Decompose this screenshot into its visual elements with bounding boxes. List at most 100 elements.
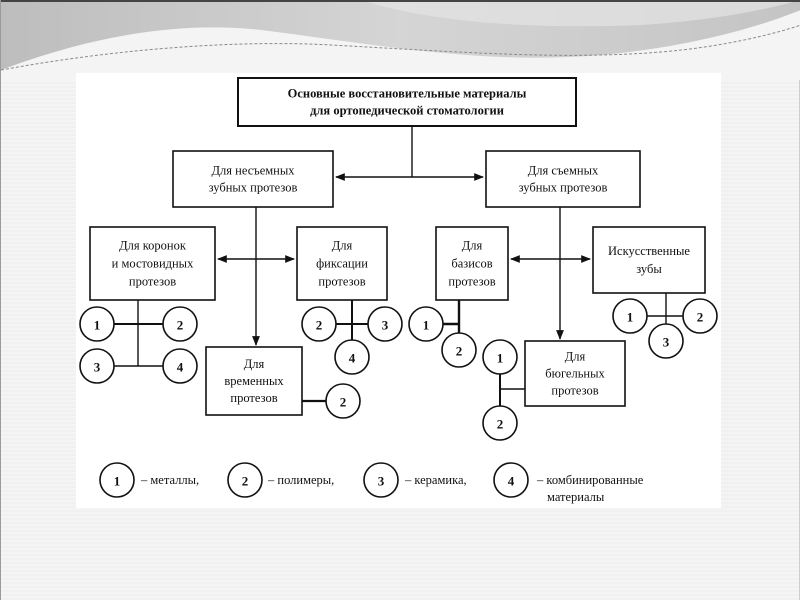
fixation-material-2: 2 (301, 306, 337, 342)
material-number: 2 (697, 310, 704, 325)
material-circle (325, 383, 361, 419)
material-circle (408, 306, 444, 342)
bases-material-2: 2 (441, 332, 477, 368)
legend-label: – керамика, (404, 473, 467, 487)
legend-item-3: 3 – керамика, (363, 462, 467, 498)
material-circle (162, 306, 198, 342)
crowns-material-3: 3 (79, 348, 115, 384)
box-frame (237, 77, 577, 127)
box-label-line: Для съемных (528, 164, 599, 178)
material-number: 1 (423, 318, 430, 333)
material-circle (648, 323, 684, 359)
legend-label: – комбинированные (536, 473, 644, 487)
material-number: 2 (497, 417, 504, 432)
box-label-line: протезов (551, 384, 598, 398)
material-number: 2 (316, 318, 323, 333)
box-label-line: Для (462, 239, 483, 253)
box-fixation: Для фиксации протезов (296, 226, 388, 301)
box-bases: Для базисов протезов (435, 226, 509, 301)
material-circle (482, 339, 518, 375)
material-circle (441, 332, 477, 368)
legend-number: 2 (242, 474, 249, 489)
clasp-material-1: 1 (482, 339, 518, 375)
legend-label-line2: материалы (547, 490, 605, 504)
header-swoosh-decoration (1, 0, 800, 80)
box-frame (172, 150, 334, 208)
legend-circle (363, 462, 399, 498)
box-frame (485, 150, 641, 208)
legend-label: – металлы, (140, 473, 199, 487)
box-label-line: Для коронок (119, 239, 187, 253)
box-frame (296, 226, 388, 301)
legend-circle (493, 462, 529, 498)
box-label-line: и мостовидных (112, 257, 194, 271)
artificial-teeth-material-3: 3 (648, 323, 684, 359)
box-label-line: зубы (636, 262, 662, 276)
fixation-material-4: 4 (334, 339, 370, 375)
box-crowns: Для коронок и мостовидных протезов (89, 226, 216, 301)
box-title: Основные восстановительные материалы для … (237, 77, 577, 127)
box-removable: Для съемных зубных протезов (485, 150, 641, 208)
box-label-line: зубных протезов (519, 181, 608, 195)
material-circle (162, 348, 198, 384)
box-label-line: протезов (129, 275, 176, 289)
boxes: Основные восстановительные материалы для … (89, 77, 706, 416)
material-number: 1 (627, 310, 634, 325)
crowns-material-2: 2 (162, 306, 198, 342)
box-frame (592, 226, 706, 294)
box-label-line: Для (332, 239, 353, 253)
material-number: 3 (663, 335, 670, 350)
box-label-line: Для (565, 350, 586, 364)
box-frame (89, 226, 216, 301)
box-label-line: протезов (318, 275, 365, 289)
box-label-line: для ортопедической стоматологии (310, 104, 504, 118)
material-number: 2 (456, 344, 463, 359)
box-label-line: Для (244, 357, 265, 371)
box-label-line: Искусственные (608, 244, 690, 258)
legend: 1– металлы,2– полимеры,3– керамика,4– ко… (99, 462, 644, 504)
legend-label: – полимеры, (267, 473, 334, 487)
box-label-line: зубных протезов (209, 181, 298, 195)
legend-item-2: 2 – полимеры, (227, 462, 334, 498)
box-clasp: Для бюгельных протезов (524, 340, 626, 407)
box-artificial-teeth: Искусственные зубы (592, 226, 706, 294)
crowns-material-4: 4 (162, 348, 198, 384)
material-number: 2 (340, 395, 347, 410)
material-circle (612, 298, 648, 334)
box-label-line: Основные восстановительные материалы (288, 87, 527, 101)
box-label-line: фиксации (316, 257, 368, 271)
artificial-teeth-material-2: 2 (682, 298, 718, 334)
material-number: 3 (94, 360, 101, 375)
box-temporary: Для временных протезов (205, 346, 303, 416)
box-frame (435, 226, 509, 301)
legend-number: 1 (114, 474, 121, 489)
material-number: 4 (177, 360, 184, 375)
material-number: 1 (94, 318, 101, 333)
legend-number: 3 (378, 474, 385, 489)
box-fixed: Для несъемных зубных протезов (172, 150, 334, 208)
connectors (114, 126, 684, 406)
material-number: 4 (349, 351, 356, 366)
material-circle (482, 405, 518, 441)
box-label-line: Для несъемных (212, 164, 296, 178)
box-label-line: бюгельных (545, 367, 605, 381)
legend-circle (99, 462, 135, 498)
box-label-line: протезов (448, 275, 495, 289)
box-frame (205, 346, 303, 416)
material-circle (367, 306, 403, 342)
material-circle (301, 306, 337, 342)
fixation-material-3: 3 (367, 306, 403, 342)
material-circle (334, 339, 370, 375)
material-circle (79, 348, 115, 384)
box-label-line: временных (224, 374, 284, 388)
box-frame (524, 340, 626, 407)
temporary-material-2: 2 (325, 383, 361, 419)
artificial-teeth-material-1: 1 (612, 298, 648, 334)
material-number: 2 (177, 318, 184, 333)
box-label-line: базисов (451, 257, 492, 271)
box-label-line: протезов (230, 391, 277, 405)
material-number: 1 (497, 351, 504, 366)
